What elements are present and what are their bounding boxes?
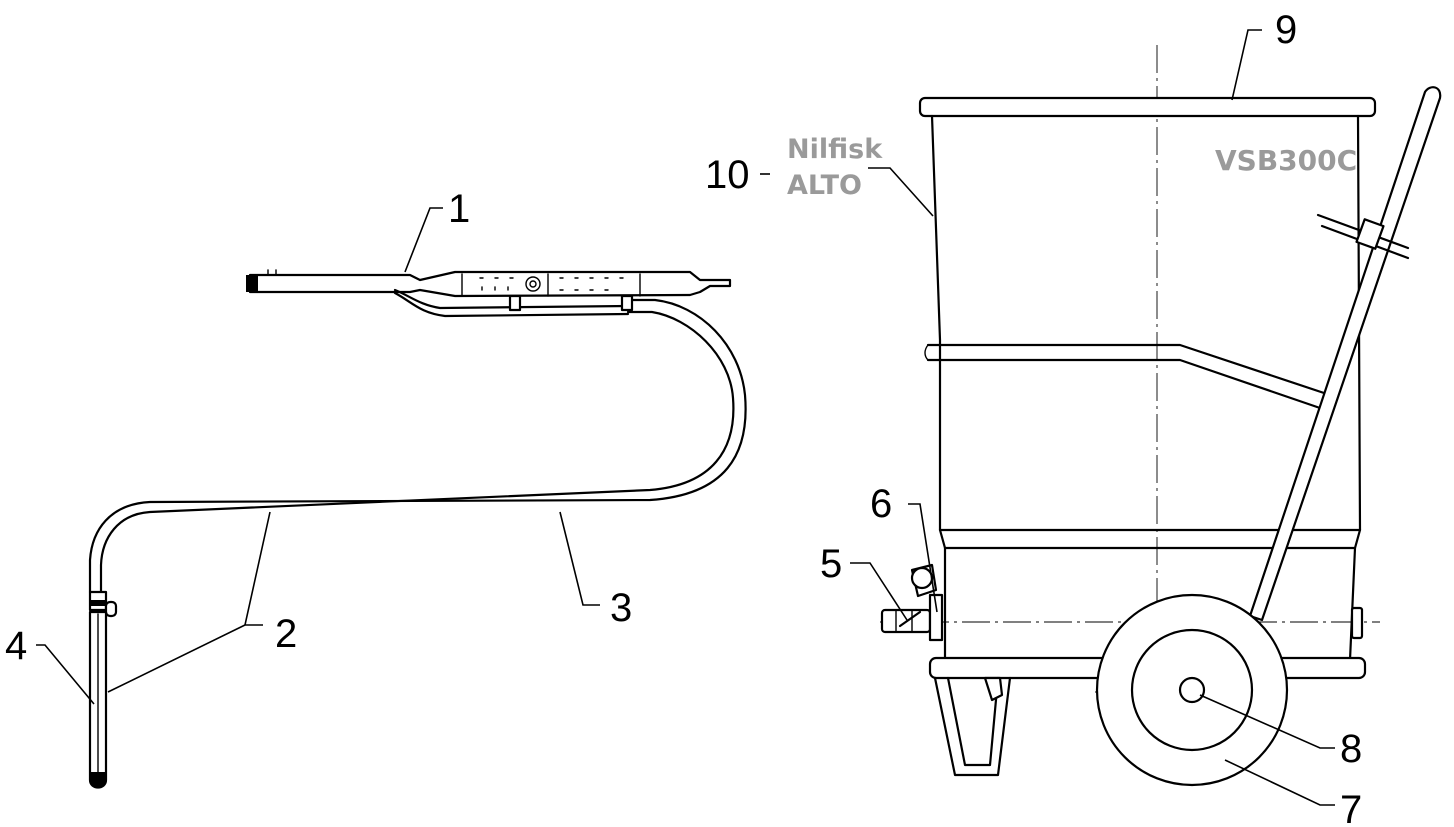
callout-5: 5 bbox=[820, 542, 842, 586]
outlet-fittings bbox=[880, 563, 944, 642]
callout-4: 4 bbox=[5, 624, 27, 668]
clip-2 bbox=[620, 294, 634, 312]
nozzle-knob bbox=[104, 600, 118, 618]
callout-numbers: 1 2 3 4 5 6 7 8 9 10 bbox=[5, 8, 1362, 827]
callout-10: 10 bbox=[705, 153, 750, 197]
foot-stand bbox=[933, 676, 1012, 777]
wheel bbox=[1095, 593, 1289, 787]
tank-band bbox=[924, 343, 1332, 410]
leader-lines-left bbox=[36, 207, 600, 705]
wand-handle bbox=[246, 269, 732, 318]
cart-unit: Nilfisk ALTO VSB300C bbox=[760, 29, 1442, 806]
tank-body bbox=[930, 114, 1362, 532]
wheel-hub bbox=[1178, 676, 1206, 704]
tank-lid bbox=[918, 96, 1377, 118]
callout-7: 7 bbox=[1340, 788, 1362, 827]
callout-3: 3 bbox=[610, 586, 632, 630]
leader-lines-right bbox=[760, 29, 1335, 806]
callout-6: 6 bbox=[870, 482, 892, 526]
suction-hose bbox=[88, 298, 747, 594]
control-knob bbox=[525, 276, 541, 292]
wheel-rim bbox=[1130, 628, 1254, 752]
model-label: VSB300C bbox=[1215, 144, 1357, 177]
wand-end-cap bbox=[246, 275, 258, 292]
callout-1: 1 bbox=[448, 187, 470, 231]
nozzle-tube bbox=[88, 590, 118, 789]
hose-assembly bbox=[36, 207, 747, 789]
callout-2: 2 bbox=[275, 612, 297, 656]
brand-name-line2: ALTO bbox=[787, 170, 862, 201]
callout-9: 9 bbox=[1275, 8, 1297, 52]
brand-name-line1: Nilfisk bbox=[787, 134, 883, 165]
clip-1 bbox=[508, 294, 522, 312]
push-handle bbox=[1248, 86, 1442, 622]
callout-8: 8 bbox=[1340, 727, 1362, 771]
